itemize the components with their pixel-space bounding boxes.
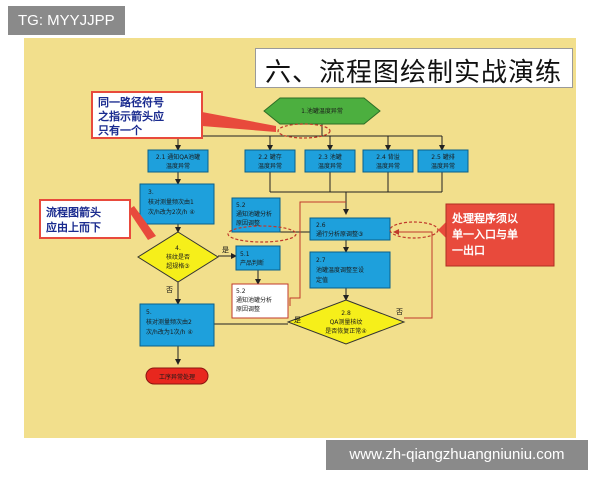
label-yes-4: 是 bbox=[222, 246, 229, 254]
callout-arrow-mid-left bbox=[128, 206, 156, 240]
svg-text:原因调整: 原因调整 bbox=[236, 219, 260, 227]
svg-text:同一路径符号: 同一路径符号 bbox=[98, 95, 164, 109]
callout-mid-left: 流程图箭头 应由上而下 bbox=[39, 199, 131, 239]
svg-text:2.5 罐排: 2.5 罐排 bbox=[431, 153, 454, 161]
svg-text:核对测量频次由2: 核对测量频次由2 bbox=[146, 318, 192, 326]
svg-text:一出口: 一出口 bbox=[452, 243, 485, 257]
svg-text:温度异常: 温度异常 bbox=[166, 162, 190, 170]
svg-text:温度异常: 温度异常 bbox=[376, 162, 400, 170]
label-no-28: 否 bbox=[396, 308, 403, 316]
label-no-4: 否 bbox=[166, 286, 173, 294]
svg-text:池罐温度调整至设: 池罐温度调整至设 bbox=[316, 266, 364, 274]
node-2-2: 2.2 罐存 温度异常 bbox=[244, 149, 296, 173]
svg-text:通行分析原调整③: 通行分析原调整③ bbox=[316, 230, 363, 238]
svg-text:工序异常处理: 工序异常处理 bbox=[159, 373, 195, 381]
node-start: 1.池罐温度异常 bbox=[263, 97, 381, 125]
svg-text:处理程序须以: 处理程序须以 bbox=[451, 211, 518, 225]
svg-text:2.2 罐存: 2.2 罐存 bbox=[258, 153, 281, 161]
highlight-ellipse-top bbox=[277, 123, 331, 139]
svg-text:超规格③: 超规格③ bbox=[166, 262, 189, 270]
svg-text:通知池罐分析: 通知池罐分析 bbox=[236, 296, 272, 304]
channel-tag: TG: MYYJJPP bbox=[8, 6, 125, 35]
svg-text:2.8: 2.8 bbox=[341, 310, 351, 317]
svg-text:5.2: 5.2 bbox=[236, 288, 246, 295]
node-3: 3. 核对测量频次由1 次/h改为2次/h ④ bbox=[139, 183, 215, 225]
svg-text:2.4 背溢: 2.4 背溢 bbox=[376, 153, 399, 161]
svg-text:2.7: 2.7 bbox=[316, 257, 326, 264]
node-5-2-upper: 5.2 通知池罐分析 原因调整 bbox=[231, 197, 281, 233]
node-2-1: 2.1 通知QA池罐 温度异常 bbox=[147, 149, 209, 173]
svg-text:是否恢复正常④: 是否恢复正常④ bbox=[325, 327, 366, 335]
decision-4: 4. 核纹是否 超规格③ bbox=[137, 231, 219, 283]
svg-text:应由上而下: 应由上而下 bbox=[46, 220, 101, 234]
svg-text:之指示箭头应: 之指示箭头应 bbox=[98, 109, 164, 123]
decision-2-8: 2.8 QA测量核纹 是否恢复正常④ bbox=[286, 299, 406, 345]
svg-text:4.: 4. bbox=[175, 245, 181, 252]
highlight-ellipse-mid bbox=[227, 225, 297, 243]
label-yes-28: 是 bbox=[294, 316, 301, 324]
node-2-7: 2.7 池罐温度调整至设 定值 bbox=[309, 251, 391, 289]
title-bar bbox=[255, 48, 573, 88]
highlight-ellipse-right bbox=[389, 221, 439, 239]
loop-connectors bbox=[289, 201, 433, 319]
node-2-6: 2.6 通行分析原调整③ bbox=[309, 217, 391, 241]
svg-text:QA测量核纹: QA测量核纹 bbox=[330, 318, 363, 326]
slide-title: 六、流程图绘制实战演练 bbox=[265, 58, 563, 88]
svg-text:核纹是否: 核纹是否 bbox=[166, 253, 190, 261]
svg-text:通知池罐分析: 通知池罐分析 bbox=[236, 210, 272, 218]
svg-text:核对测量频次由1: 核对测量频次由1 bbox=[148, 198, 194, 206]
svg-text:产品判断: 产品判断 bbox=[240, 259, 264, 267]
node-5-1: 5.1 产品判断 bbox=[235, 245, 281, 271]
svg-text:流程图箭头: 流程图箭头 bbox=[46, 205, 101, 219]
svg-text:温度异常: 温度异常 bbox=[431, 162, 455, 170]
svg-text:次/h改为1次/h ④: 次/h改为1次/h ④ bbox=[146, 328, 193, 336]
node-2-3: 2.3 池罐 温度异常 bbox=[304, 149, 356, 173]
node-2-5: 2.5 罐排 温度异常 bbox=[417, 149, 469, 173]
callout-arrow-top-left bbox=[202, 112, 276, 132]
svg-text:次/h改为2次/h ④: 次/h改为2次/h ④ bbox=[148, 208, 195, 216]
node-5: 5. 核对测量频次由2 次/h改为1次/h ④ bbox=[139, 303, 215, 347]
svg-text:温度异常: 温度异常 bbox=[258, 162, 282, 170]
svg-text:5.1: 5.1 bbox=[240, 251, 250, 258]
site-watermark: www.zh-qiangzhuangniuniu.com bbox=[326, 440, 588, 470]
svg-text:5.2: 5.2 bbox=[236, 202, 246, 209]
svg-text:3.: 3. bbox=[148, 189, 154, 196]
svg-text:定值: 定值 bbox=[316, 276, 328, 284]
svg-text:温度异常: 温度异常 bbox=[318, 162, 342, 170]
svg-text:2.1 通知QA池罐: 2.1 通知QA池罐 bbox=[156, 153, 200, 161]
svg-text:5.: 5. bbox=[146, 309, 152, 316]
svg-text:2.3 池罐: 2.3 池罐 bbox=[318, 153, 341, 161]
callout-arrow-right bbox=[438, 222, 446, 238]
node-2-4: 2.4 背溢 温度异常 bbox=[362, 149, 414, 173]
svg-text:原因调整: 原因调整 bbox=[236, 305, 260, 313]
connectors bbox=[175, 124, 445, 365]
svg-text:2.6: 2.6 bbox=[316, 222, 326, 229]
svg-text:单一入口与单: 单一入口与单 bbox=[452, 227, 518, 241]
callout-top-left: 同一路径符号 之指示箭头应 只有一个 bbox=[91, 91, 203, 139]
node-5-2-lower: 5.2 通知池罐分析 原因调整 bbox=[231, 283, 289, 319]
callout-right: 处理程序须以 单一入口与单 一出口 bbox=[445, 203, 555, 267]
node-start-label: 1.池罐温度异常 bbox=[301, 107, 343, 115]
svg-text:只有一个: 只有一个 bbox=[98, 123, 143, 137]
node-end: 工序异常处理 bbox=[145, 367, 209, 385]
